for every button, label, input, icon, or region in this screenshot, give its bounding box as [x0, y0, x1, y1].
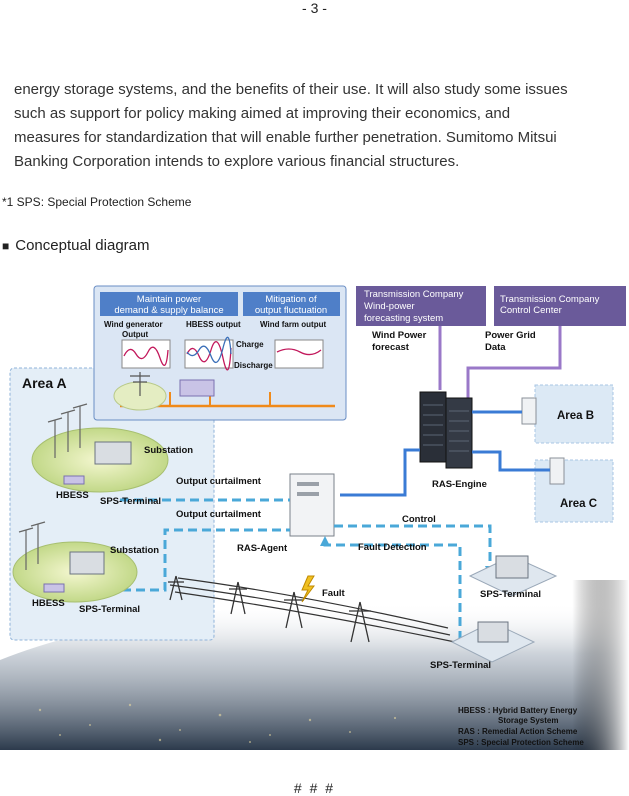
footnote: *1 SPS: Special Protection Scheme [2, 195, 192, 209]
charge-label: Charge [236, 340, 264, 349]
ras-agent-server [289, 473, 335, 537]
substation-1 [31, 403, 169, 493]
conceptual-diagram: Area A Area B Area C Transmission Compan… [0, 285, 629, 750]
inset-output-panel: Maintain power demand & supply balance M… [93, 285, 347, 421]
hbess-label: HBESS [32, 598, 65, 609]
area-b-label: Area B [557, 410, 594, 422]
mitigation-header: Mitigation of [265, 294, 317, 305]
wind-gen-label: Output [122, 330, 149, 339]
power-grid-data-label: Data [485, 342, 506, 353]
hbess-label: HBESS [56, 490, 89, 501]
control-label: Control [402, 514, 436, 525]
sps-terminal-label: SPS-Terminal [79, 604, 140, 615]
legend-hbess: HBESS : Hybrid Battery Energy [458, 706, 578, 715]
legend-ras: RAS : Remedial Action Scheme [458, 727, 578, 736]
substation-right-lower [450, 621, 536, 663]
arrow-up-icon [320, 536, 330, 546]
purple-data-lines [438, 322, 562, 400]
wind-farm-output-label: Wind farm output [260, 320, 326, 329]
tc-control-line: Transmission Company [500, 294, 600, 305]
discharge-label: Discharge [234, 361, 273, 370]
tc-control-line: Control Center [500, 305, 562, 316]
tc-wind-line: forecasting system [364, 313, 443, 324]
paragraph-line: such as support for policy making aimed … [14, 105, 511, 122]
tc-wind-line: Transmission Company [364, 289, 464, 300]
paragraph-line: Banking Corporation intends to explore v… [14, 153, 460, 170]
tc-control-center-box [494, 286, 626, 326]
wind-power-forecast-label: Wind Power [372, 330, 427, 341]
substation-right-upper [468, 555, 558, 597]
substation-label: Substation [110, 545, 159, 556]
ras-agent-label: RAS-Agent [237, 543, 288, 554]
balance-header: demand & supply balance [114, 305, 223, 316]
output-curtailment-label: Output curtailment [176, 476, 262, 487]
legend-sps: SPS : Special Protection Scheme [458, 738, 584, 747]
ras-engine-label: RAS-Engine [432, 479, 487, 490]
wind-power-forecast-label: forecast [372, 342, 410, 353]
diagram-legend: HBESS : Hybrid Battery Energy Storage Sy… [458, 706, 584, 747]
paragraph-line: energy storage systems, and the benefits… [14, 81, 568, 98]
area-c-server-icon [549, 457, 565, 485]
mitigation-header: output fluctuation [255, 305, 327, 316]
section-heading: Conceptual diagram [15, 237, 150, 254]
section-heading-row: ■ Conceptual diagram [2, 237, 150, 254]
sps-terminal-label: SPS-Terminal [430, 660, 491, 671]
body-paragraph: energy storage systems, and the benefits… [14, 78, 626, 174]
output-curtailment-label: Output curtailment [176, 509, 262, 520]
fault-label: Fault [322, 588, 346, 599]
area-a-label: Area A [22, 375, 67, 391]
transmission-tower-icon [168, 575, 371, 643]
balance-header: Maintain power [137, 294, 201, 305]
page-number: - 3 - [302, 0, 327, 16]
square-bullet-icon: ■ [2, 239, 10, 253]
paragraph-line: measures for standardization that will e… [14, 129, 557, 146]
lightning-fault-icon [301, 575, 315, 603]
hbess-output-label: HBESS output [186, 320, 241, 329]
area-c-label: Area C [560, 498, 597, 510]
sps-terminal-label: SPS-Terminal [480, 589, 541, 600]
tc-wind-forecast-box [356, 286, 486, 326]
substation-2 [12, 521, 138, 603]
substation-label: Substation [144, 445, 193, 456]
area-b-server-icon [521, 397, 537, 425]
wind-gen-label: Wind generator [104, 320, 163, 329]
fault-detection-label: Fault Detection [358, 542, 427, 553]
tc-wind-line: Wind-power [364, 301, 415, 312]
power-grid-data-label: Power Grid [485, 330, 536, 341]
legend-hbess: Storage System [498, 716, 558, 725]
solid-network-lines [340, 410, 550, 497]
end-mark: # # # [293, 780, 336, 796]
sps-terminal-label: SPS-Terminal [100, 496, 161, 507]
transmission-lines [169, 577, 456, 643]
ras-engine-server [419, 391, 473, 469]
